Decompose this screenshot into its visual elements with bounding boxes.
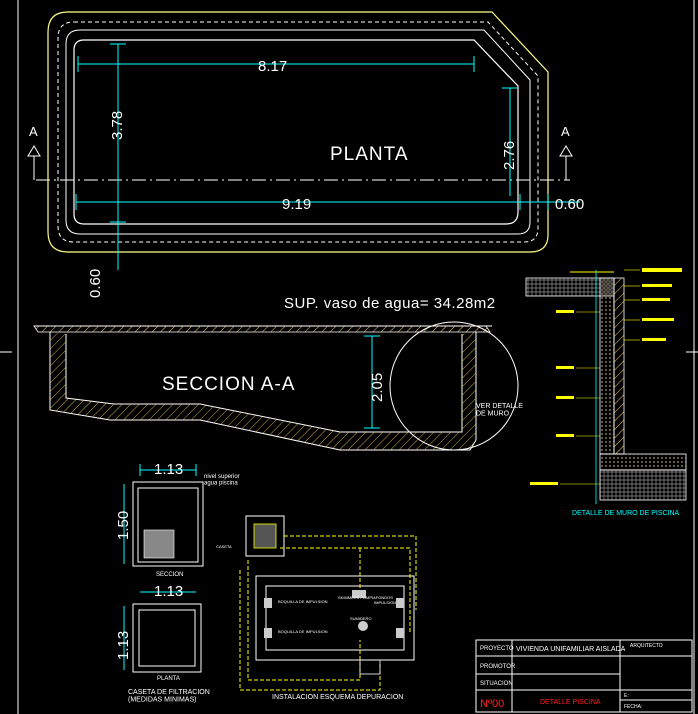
filter-height: 1.50 [115, 511, 132, 540]
label-skimmer: SKIMMERS / LIMPIAFONDOS [338, 595, 393, 600]
filter-width-plan: 1.13 [154, 583, 183, 600]
project-value: VIVIENDA UNIFAMILIAR AISLADA [516, 646, 626, 653]
filter-house-plan: 1.13 1.13 PLANTA CASETA DE FILTRACION(ME… [115, 583, 210, 704]
situation-label: SITUACION [480, 681, 513, 687]
filter-depth-plan: 1.13 [115, 631, 132, 660]
depuration-scheme: BOQUILLA DE IMPULSION BOQUILLA DE IMPULS… [216, 515, 417, 701]
sheet-title: DETALLE PISCINA [540, 699, 601, 706]
wall-detail: DETALLE DE MURO DE PISCINA [525, 268, 687, 517]
section-marker-left: A [27, 124, 41, 180]
filter-section-label: SECCION [156, 572, 183, 578]
dim-wall-left: 0.60 [87, 269, 104, 298]
dim-length-outer: 9.19 [282, 196, 311, 213]
date-label: FECHA: [624, 704, 642, 710]
dim-length-inner: 8.17 [258, 58, 287, 75]
label-pool-left-top: BOQUILLA DE IMPULSION [278, 599, 328, 604]
sheet-number: Nº00 [480, 698, 504, 710]
project-label: PROYECTO [480, 646, 514, 652]
pool-plan: A A 8.17 9.19 0.60 3.78 2.76 0.60 PLAN [27, 11, 584, 312]
label-impulsion: IMPULSION [374, 600, 396, 605]
architect-label: ARQUITECTO [630, 643, 663, 649]
scale-label: E: [624, 693, 629, 699]
filter-caption: CASETA DE FILTRACION(MEDIDAS MINIMAS) [128, 689, 210, 704]
promoter-label: PROMOTOR [480, 664, 516, 670]
section-marker-label-left: A [29, 124, 38, 139]
title-block: PROYECTO VIVIENDA UNIFAMILIAR AISLADA AR… [475, 639, 693, 713]
label-pool-left-bottom: BOQUILLA DE IMPULSION [278, 629, 328, 634]
filter-plan-label: PLANTA [157, 676, 180, 682]
depuration-caption: INSTALACION ESQUEMA DEPURACION [272, 694, 403, 701]
filter-width-top: 1.13 [154, 461, 183, 478]
section-marker-label-right: A [561, 124, 570, 139]
section-title: SECCION A-A [162, 374, 295, 395]
plan-dimensions [75, 43, 580, 270]
detail-callout-circle [389, 321, 519, 451]
dim-width-right: 2.76 [501, 141, 518, 170]
section-marker-right: A [559, 124, 573, 180]
surface-label: SUP. vaso de agua= 34.28m2 [284, 295, 496, 312]
dim-wall-right: 0.60 [555, 196, 584, 213]
label-caseta: CASETA [216, 544, 232, 549]
plan-title: PLANTA [330, 144, 409, 165]
label-sumidero: SUMIDERO [350, 616, 372, 621]
dim-width-left: 3.78 [109, 111, 126, 140]
wall-detail-title: DETALLE DE MURO DE PISCINA [572, 510, 680, 517]
section-depth: 2.05 [369, 373, 386, 402]
